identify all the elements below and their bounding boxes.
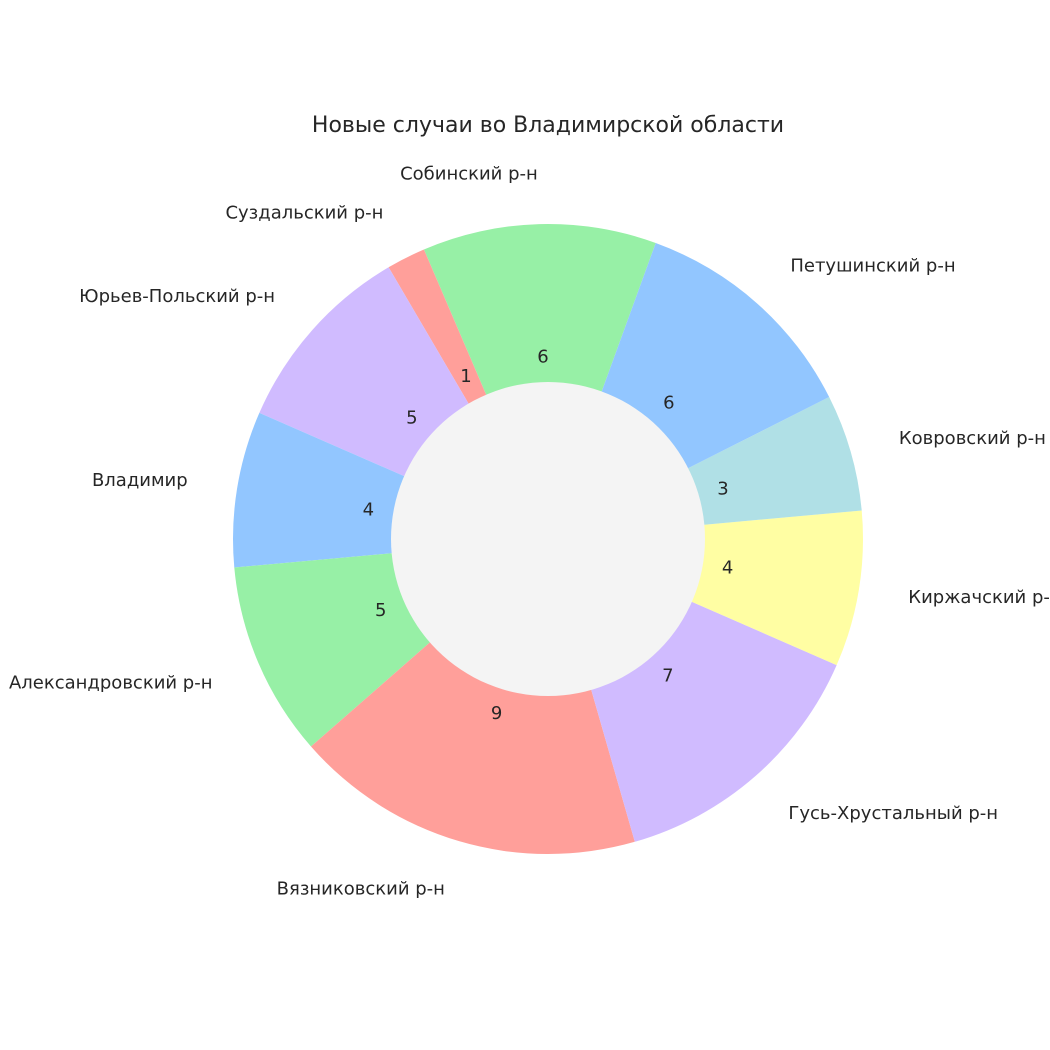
slice-value-label: 6 [663,392,674,413]
donut-hole [391,382,705,696]
slice-category-label: Гусь-Хрустальный р-н [788,803,998,824]
slice-value-label: 4 [363,499,374,520]
slice-value-label: 6 [537,347,548,368]
chart-title: Новые случаи во Владимирской области [312,113,784,138]
slice-category-label: Вязниковский р-н [277,879,445,900]
slice-value-label: 1 [460,366,471,387]
slice-category-label: Петушинский р-н [790,256,955,277]
slice-value-label: 7 [662,665,673,686]
slice-value-label: 5 [406,408,417,429]
slice-value-label: 5 [375,600,386,621]
values-layer: 6 1 5 4 5 9 7 4 3 6 [363,347,734,725]
slice-category-label: Александровский р-н [9,672,213,693]
slice-category-label: Киржачский р-н [908,587,1050,608]
slice-category-label: Собинский р-н [400,164,538,185]
slice-value-label: 9 [491,703,502,724]
slice-category-label: Суздальский р-н [225,203,383,224]
slice-category-label: Владимир [92,470,188,491]
pie-slice [423,223,656,539]
slice-value-label: 3 [717,478,728,499]
slice-value-label: 4 [722,558,733,579]
slice-category-label: Ковровский р-н [899,428,1046,449]
slice-category-label: Юрьев-Польский р-н [79,286,275,307]
